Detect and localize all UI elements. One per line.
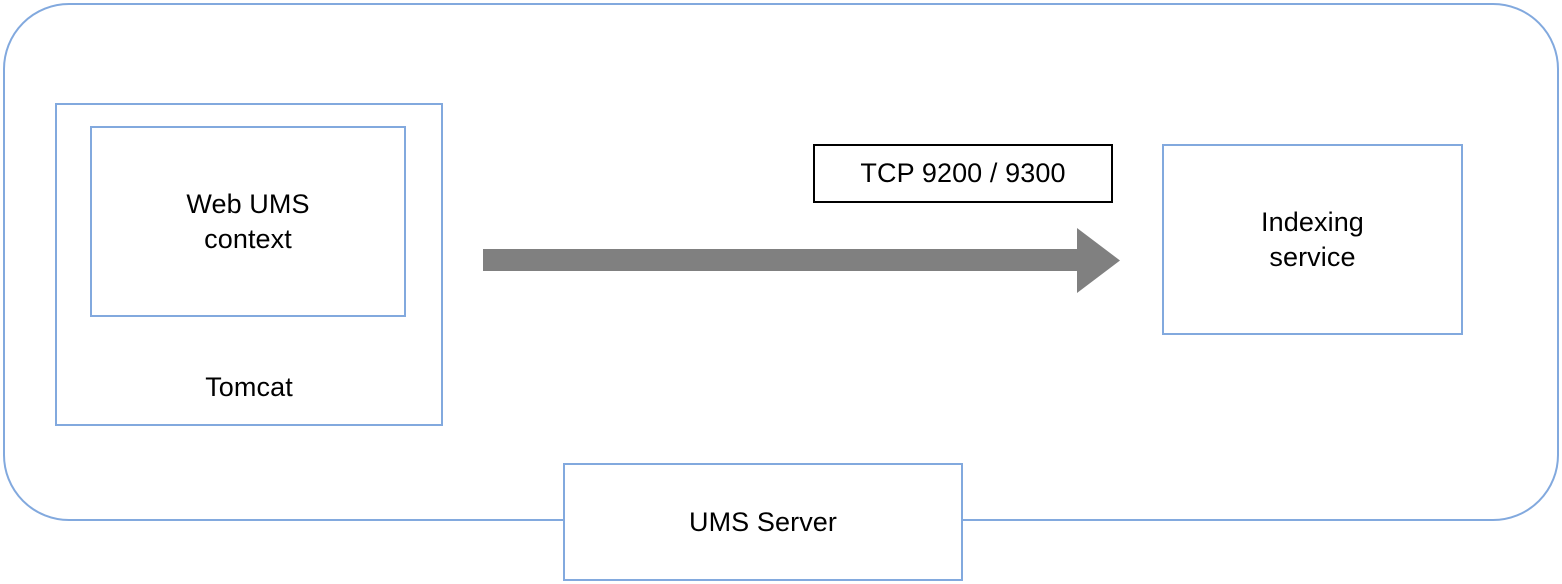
- tcp-data-flow-arrow-icon: [483, 226, 1123, 296]
- arrow-right-icon: [483, 228, 1120, 293]
- web-ums-context-box[interactable]: Web UMS context: [90, 126, 406, 317]
- tcp-port-label-box: TCP 9200 / 9300: [813, 144, 1113, 203]
- ums-server-label: UMS Server: [688, 506, 838, 537]
- indexing-service-box[interactable]: Indexing service: [1162, 144, 1463, 335]
- web-ums-context-label: Web UMS context: [186, 189, 310, 254]
- tcp-port-label: TCP 9200 / 9300: [860, 158, 1066, 189]
- indexing-service-label: Indexing service: [1261, 207, 1364, 272]
- tomcat-label: Tomcat: [205, 371, 293, 402]
- ums-server-box[interactable]: UMS Server: [563, 463, 963, 581]
